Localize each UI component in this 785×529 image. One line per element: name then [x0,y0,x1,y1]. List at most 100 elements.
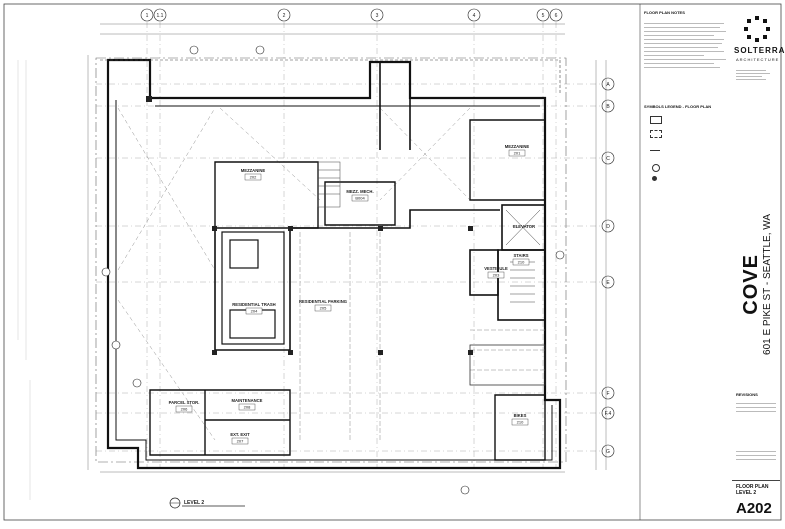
room-number: 206 [181,407,188,412]
room-name: MEZZANINE [505,144,530,149]
room-number-box [508,149,526,157]
room-number: 203 [493,273,500,278]
dimension-strings [87,23,607,473]
elevator-x [505,209,541,246]
room-name: VESTIBULE [484,266,508,271]
trash-room-walls [221,231,285,345]
room-number-box [245,307,263,315]
room-name: EXT. EXIT [230,432,250,437]
notes-text-lines [644,20,728,71]
column-grid-bubble [153,8,167,22]
revisions-heading: REVISIONS [736,392,758,397]
column-grid-label: 1 [146,13,149,19]
parking-stalls [299,232,545,440]
core-walls [214,62,500,351]
mezz-mech-walls [324,181,396,226]
room-name: BIKES [514,413,527,418]
row-grid-bubble [601,444,615,458]
room-number: 207 [237,439,244,444]
firm-subtitle: ARCHITECTURE [736,57,780,62]
exterior-walls [106,58,562,470]
firm-address-lines [736,68,772,82]
room-number: 205 [320,306,327,311]
room-name: RESIDENTIAL TRASH [232,302,275,307]
elevator-stair-walls [469,204,546,321]
room-number-box [175,405,193,413]
row-grid-lines [96,83,600,452]
issue-info-lines [736,448,776,463]
structural-columns [146,96,473,355]
legend-heading: SYMBOLS LEGEND - FLOOR PLAN [644,104,712,109]
row-grid-label: F [606,391,609,397]
logo-mark-icon [744,16,770,42]
room-number-box [487,271,505,279]
sheet-title-2: LEVEL 2 [736,490,757,496]
notes-heading: FLOOR PLAN NOTES [644,10,685,15]
room-number: 208 [244,405,251,410]
column-grid-label: 4 [473,13,476,19]
room-name: MEZZANINE [241,168,266,173]
project-name: COVE [740,254,762,315]
plan-title: LEVEL 2 [184,500,204,506]
open-to-below-lines [117,107,471,441]
column-grid-label: 6 [555,13,558,19]
row-grid-bubble [601,386,615,400]
left-margin-notes [17,60,31,500]
firm-name: SOLTERRA [734,46,785,55]
column-grid-bubble [140,8,154,22]
sheet-number: A202 [736,500,772,517]
mezzanine-202-walls [214,161,319,229]
room-number-box [314,304,332,312]
revision-lines [736,400,776,415]
legend-symbol-extinguisher [652,164,660,172]
column-grid-label: 3 [376,13,379,19]
legend-symbol-wall [650,116,662,124]
property-line [95,57,567,463]
row-grid-bubble [601,219,615,233]
column-grid-label: 5 [542,13,545,19]
sheet-border [3,3,782,521]
row-grid-label: A [606,82,610,88]
room-number-box [511,418,529,426]
room-name: RESIDENTIAL PARKING [299,299,347,304]
room-number: 210 [518,260,525,265]
row-grid-label: G [606,449,610,455]
service-room-walls [149,389,546,461]
column-grid-bubble [536,8,550,22]
room-number-box [512,258,530,266]
room-number: 204 [251,309,258,314]
title-block: FLOOR PLAN NOTES SYMBOLS LEGEND - FLOOR … [640,4,784,520]
room-name: MEZZ. MECH. [346,189,373,194]
row-grid-label: B [606,104,610,110]
row-grid-bubble [601,77,615,91]
room-number-box [238,403,256,411]
sheet-title-1: FLOOR PLAN [736,484,769,490]
roof-overhang [100,59,561,95]
room-name: PARCEL STOR. [169,400,200,405]
row-grid-bubble [601,275,615,289]
column-grid-bubbles: 1 1.1 2 3 4 5 6 [140,8,563,22]
row-grid-label: C [606,156,610,162]
column-grid-bubble [549,8,563,22]
mezzanine-201-walls [469,119,546,201]
room-name: ELEVATOR [513,224,535,229]
row-grid-label: F.4 [605,411,612,417]
room-number: 201 [514,151,521,156]
room-number-box [244,173,262,181]
column-grid-bubble [467,8,481,22]
project-address: 601 E PIKE ST - SEATTLE, WA [762,214,773,355]
row-grid-bubble [601,406,615,420]
column-grid-label: 1.1 [157,13,164,19]
legend-symbol-transition [650,150,660,151]
room-number-box [231,437,249,445]
stair-treads [317,161,341,208]
row-grid-bubble [601,99,615,113]
firm-logo [742,14,772,44]
row-grid-label: E [606,280,610,286]
legend-symbol-extinguisher-cabinet [652,176,657,181]
room-number: 210 [517,420,524,425]
column-grid-label: 2 [283,13,286,19]
